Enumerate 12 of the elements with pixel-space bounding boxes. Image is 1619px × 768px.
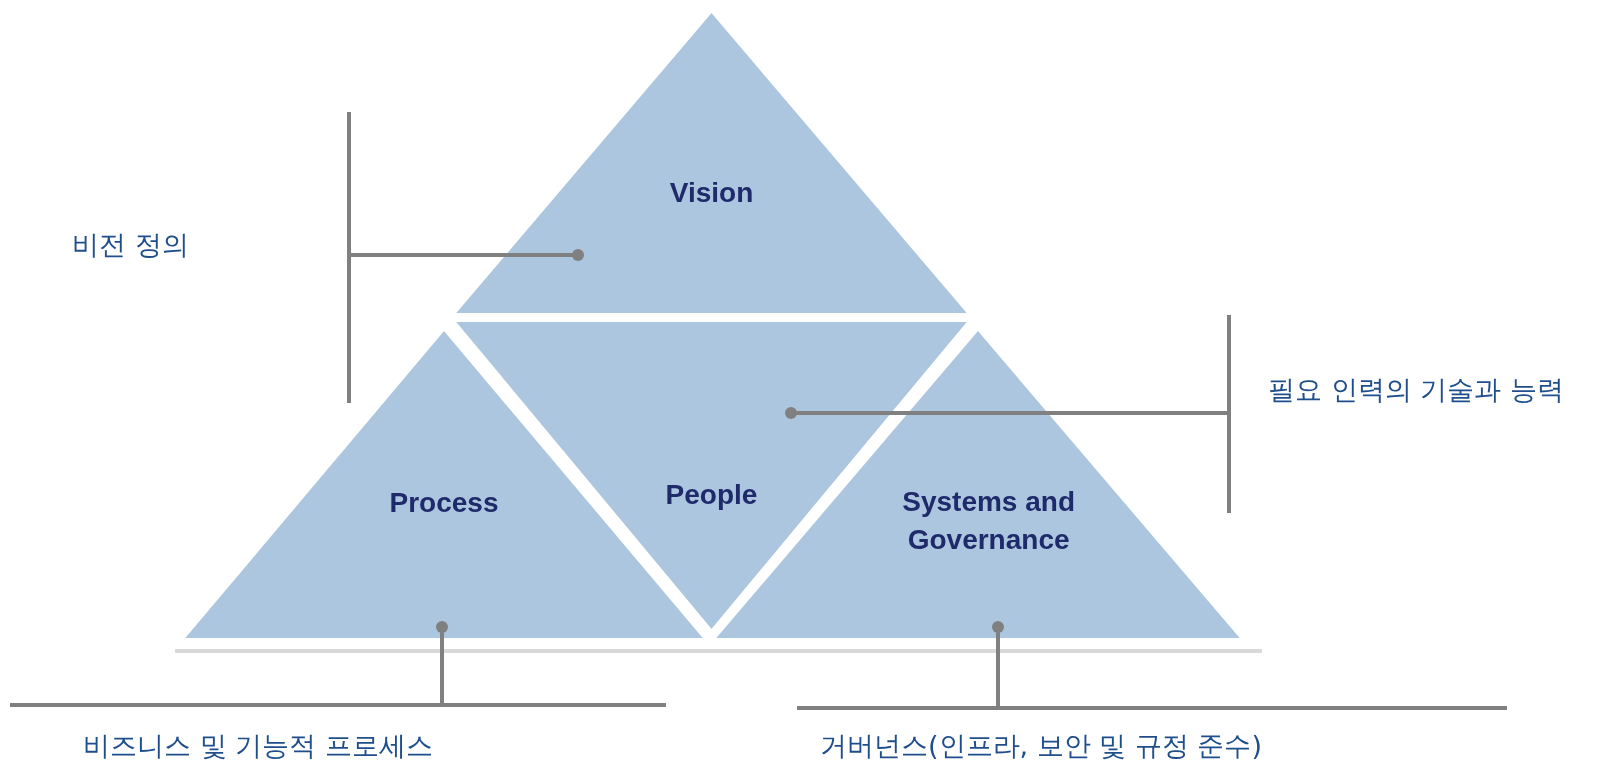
leader-line	[351, 249, 584, 261]
leader-line	[992, 621, 1004, 706]
annotation-text: 거버넌스(인프라, 보안 및 규정 준수)	[820, 729, 1262, 763]
annotation-text: 비즈니스 및 기능적 프로세스	[83, 729, 433, 763]
segment-title: Vision	[668, 176, 755, 211]
segment-title: Process	[388, 485, 500, 520]
annotation-text: 비전 정의	[72, 228, 189, 262]
leader-line	[436, 621, 448, 703]
leader-line	[785, 407, 1227, 419]
segment-title: People	[664, 477, 759, 512]
segment-title: Systems and Governance	[901, 485, 1076, 558]
annotation-text: 필요 인력의 기술과 능력	[1268, 373, 1564, 407]
